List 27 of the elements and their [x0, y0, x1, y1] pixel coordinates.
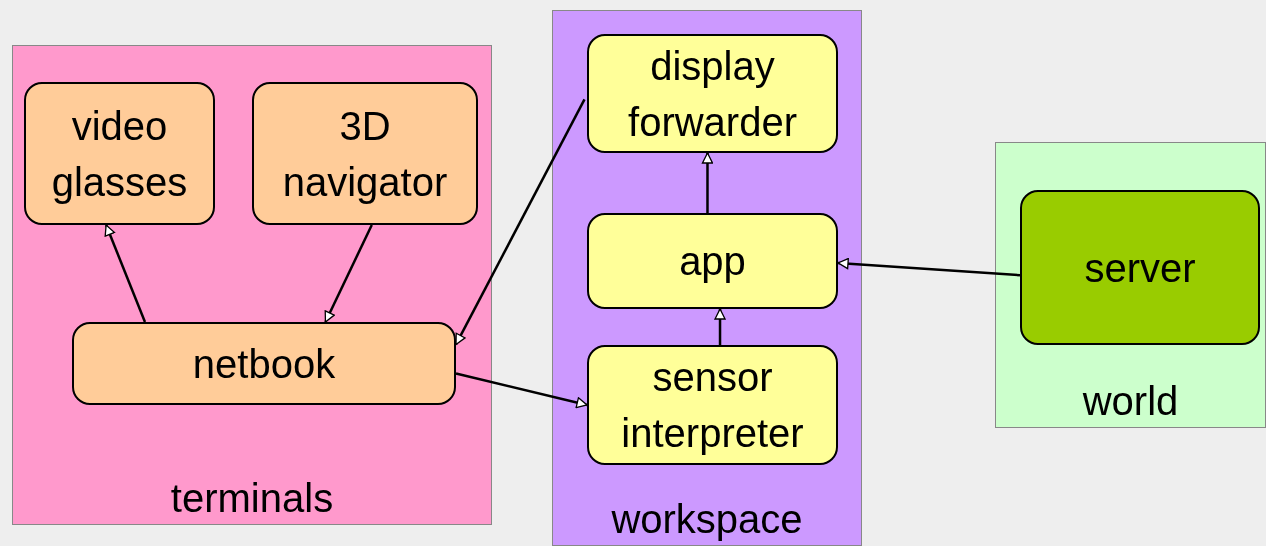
- component-box: [587, 345, 838, 465]
- group-label: terminals: [170, 476, 334, 520]
- component-label: netbook: [192, 340, 336, 388]
- arrow: [455, 372, 588, 409]
- group-label: world: [1082, 379, 1179, 423]
- group-label: workspace: [611, 497, 803, 541]
- component-box: [587, 213, 838, 309]
- group-panel: [12, 45, 492, 525]
- component-box: [72, 322, 456, 405]
- component-label: server: [1084, 244, 1196, 292]
- arrow: [454, 98, 586, 346]
- arrow: [837, 257, 1021, 277]
- component-label: app: [679, 238, 746, 285]
- component-box: [587, 34, 838, 153]
- component-label: video glasses: [50, 102, 189, 206]
- group-panel: [552, 10, 862, 546]
- component-box: [1020, 190, 1260, 345]
- component-label: display forwarder: [627, 42, 798, 146]
- group-panel: [995, 142, 1266, 428]
- component-label: 3D navigator: [281, 102, 449, 206]
- component-box: [252, 82, 478, 225]
- arrow: [701, 152, 714, 213]
- component-label: sensor interpreter: [620, 354, 805, 457]
- arrow: [324, 224, 373, 323]
- arrow: [714, 308, 726, 345]
- arrow: [104, 224, 147, 323]
- component-box: [24, 82, 215, 225]
